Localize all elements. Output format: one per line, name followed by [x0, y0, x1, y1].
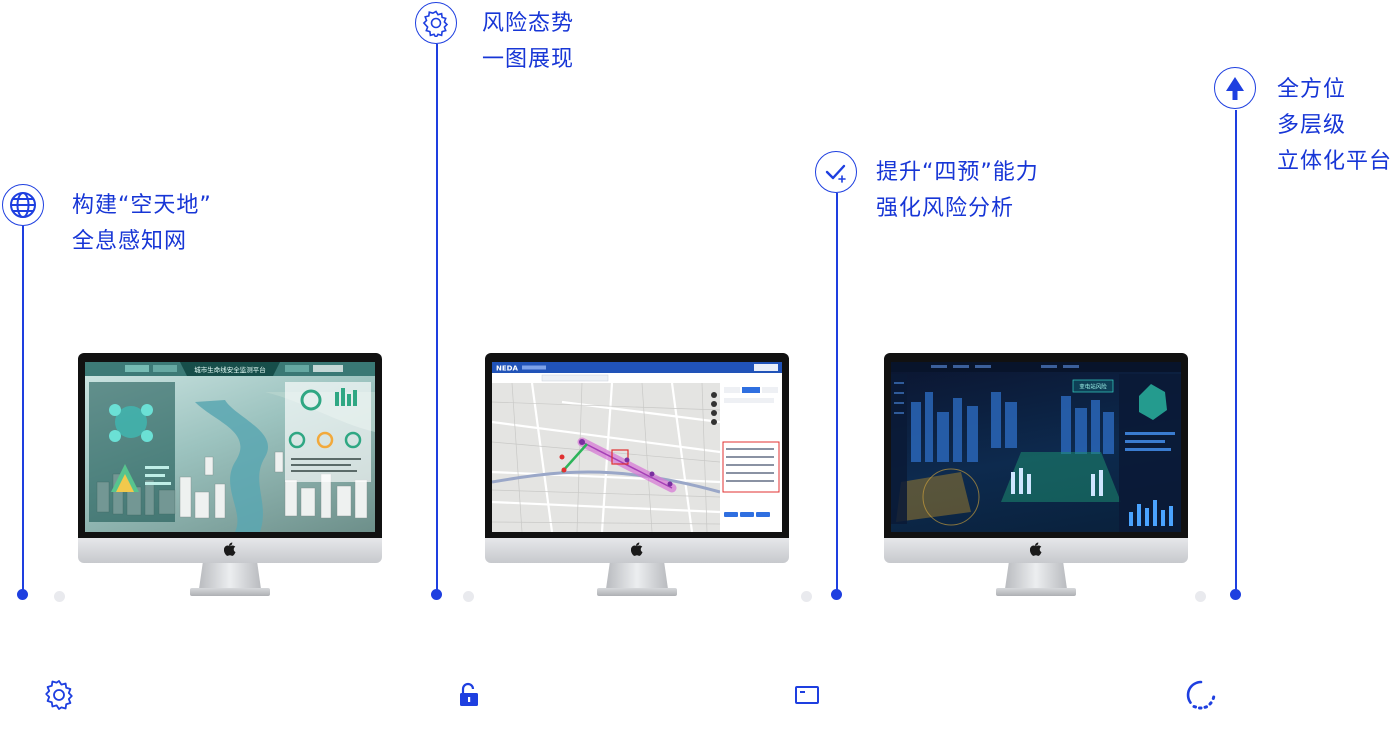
- unlock-icon[interactable]: [452, 678, 486, 712]
- 3d-city-dashboard-screen: 城市生命线安全监测平台: [85, 362, 375, 532]
- feature-4-line-1: 全方位: [1277, 77, 1347, 102]
- map-app-logo: NEDA: [496, 365, 518, 373]
- loading-icon[interactable]: [1184, 678, 1218, 712]
- apple-logo-icon: [1030, 542, 1042, 556]
- dark-3d-city-screen: 变电站风险: [891, 362, 1181, 532]
- timeline-dot-inactive-1[interactable]: [54, 591, 65, 602]
- feature-caption-2: 风险态势 一图展现: [482, 6, 574, 78]
- feature-caption-4: 全方位 多层级 立体化平台: [1277, 72, 1392, 180]
- map-gis-screen: NEDA: [492, 362, 782, 532]
- feature-caption-3: 提升“四预”能力 强化风险分析: [876, 155, 1039, 227]
- monitor-3[interactable]: 变电站风险: [884, 353, 1188, 598]
- dashboard-title: 城市生命线安全监测平台: [194, 365, 266, 374]
- timeline-line-4: [1235, 110, 1237, 596]
- gear-icon: [415, 2, 457, 44]
- timeline-dot-inactive-4[interactable]: [1195, 591, 1206, 602]
- feature-caption-1: 构建“空天地” 全息感知网: [72, 188, 212, 260]
- timeline-dot-3[interactable]: [831, 589, 842, 600]
- feature-2-line-2: 一图展现: [482, 47, 575, 72]
- feature-2-line-1: 风险态势: [482, 11, 575, 36]
- feature-4-line-2: 多层级: [1277, 113, 1347, 138]
- arrow-up-icon: [1214, 67, 1256, 109]
- feature-3-line-1: 提升“四预”能力: [876, 160, 1039, 185]
- monitor-2[interactable]: NEDA: [485, 353, 789, 598]
- check-sparkle-icon: [815, 151, 857, 193]
- globe-icon: [2, 184, 44, 226]
- feature-3-line-2: 强化风险分析: [876, 196, 1015, 221]
- feature-1-line-1: 构建“空天地”: [72, 193, 212, 218]
- timeline-line-3: [836, 193, 838, 596]
- timeline-line-1: [22, 226, 24, 596]
- monitor-1[interactable]: 城市生命线安全监测平台: [78, 353, 382, 598]
- timeline-dot-inactive-2[interactable]: [463, 591, 474, 602]
- apple-logo-icon: [631, 542, 643, 556]
- window-icon[interactable]: [790, 678, 824, 712]
- timeline-dot-2[interactable]: [431, 589, 442, 600]
- timeline-dot-inactive-3[interactable]: [801, 591, 812, 602]
- timeline-dot-1[interactable]: [17, 589, 28, 600]
- timeline-line-2: [436, 44, 438, 596]
- gear-icon[interactable]: [42, 678, 76, 712]
- apple-logo-icon: [224, 542, 236, 556]
- dark-screen-tag: 变电站风险: [1079, 383, 1107, 391]
- timeline-dot-4[interactable]: [1230, 589, 1241, 600]
- feature-4-line-3: 立体化平台: [1277, 149, 1393, 174]
- feature-1-line-2: 全息感知网: [72, 229, 188, 254]
